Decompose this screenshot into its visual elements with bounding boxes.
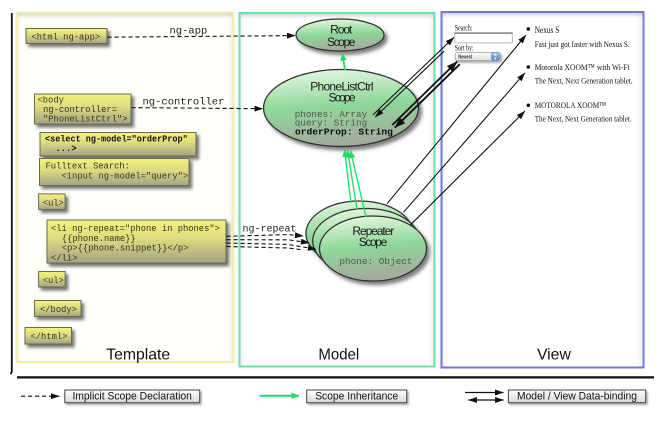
svg-text:...>: ...>: [56, 144, 77, 154]
svg-text:ng-controller=: ng-controller=: [43, 105, 117, 115]
svg-text:MOTOROLA XOOM™: MOTOROLA XOOM™: [535, 100, 607, 110]
svg-text:<select ng-model="orderProp": <select ng-model="orderProp": [45, 135, 188, 145]
svg-text:Fast just got faster with Nexu: Fast just got faster with Nexus S.: [535, 39, 630, 49]
svg-text:Nexus S: Nexus S: [535, 26, 560, 36]
svg-text:Motorola XOOM™ with Wi-Fi: Motorola XOOM™ with Wi-Fi: [535, 62, 630, 72]
svg-text:Root: Root: [330, 22, 353, 36]
svg-text:Repeater: Repeater: [352, 224, 394, 238]
svg-text:<ul>: <ul>: [43, 198, 64, 208]
svg-text:Newest: Newest: [458, 54, 472, 60]
svg-text:</html>: </html>: [31, 332, 68, 342]
svg-text:ng-app: ng-app: [170, 26, 208, 38]
svg-text:<p>{{phone.snippet}}</p>: <p>{{phone.snippet}}</p>: [62, 244, 189, 254]
svg-text:Sort by:: Sort by:: [455, 44, 474, 53]
svg-text:Implicit Scope Declaration: Implicit Scope Declaration: [72, 390, 192, 402]
svg-text:The Next, Next Generation tabl: The Next, Next Generation tablet.: [535, 75, 633, 85]
svg-text:<body: <body: [38, 95, 64, 105]
svg-text:Fulltext Search:: Fulltext Search:: [46, 161, 130, 171]
svg-text:Model: Model: [318, 347, 359, 364]
svg-text:query: String: query: String: [295, 118, 368, 129]
svg-text:orderProp: String: orderProp: String: [295, 127, 393, 138]
svg-text:Scope: Scope: [329, 90, 356, 104]
svg-text:View: View: [537, 347, 571, 364]
svg-text:Scope: Scope: [359, 235, 388, 249]
svg-text:phone: Object: phone: Object: [339, 256, 412, 267]
svg-text:<input ng-model="query">: <input ng-model="query">: [62, 171, 189, 181]
svg-text:Scope: Scope: [327, 35, 356, 49]
svg-text:Search:: Search:: [455, 23, 473, 32]
svg-text:"PhoneListCtrl">: "PhoneListCtrl">: [43, 114, 127, 124]
svg-text:Template: Template: [106, 346, 170, 363]
svg-text:Model / View Data-binding: Model / View Data-binding: [517, 390, 637, 402]
svg-text:The Next, Next Generation tabl: The Next, Next Generation tablet.: [535, 114, 632, 124]
svg-text:</li>: </li>: [51, 253, 77, 263]
svg-text:Scope Inheritance: Scope Inheritance: [315, 390, 398, 402]
svg-text:PhoneListCtrl: PhoneListCtrl: [310, 79, 373, 93]
svg-text:ng-repeat: ng-repeat: [243, 225, 297, 236]
svg-text:ng-controller: ng-controller: [143, 96, 225, 108]
svg-text:<li ng-repeat="phone in phones: <li ng-repeat="phone in phones">: [51, 224, 220, 234]
svg-text:<html ng-app>: <html ng-app>: [32, 33, 101, 43]
svg-text:<ul>: <ul>: [43, 276, 64, 286]
svg-text:</body>: </body>: [40, 305, 77, 315]
svg-text:{{phone.name}}: {{phone.name}}: [62, 234, 136, 244]
svg-text:phones: Array: phones: Array: [295, 109, 368, 120]
